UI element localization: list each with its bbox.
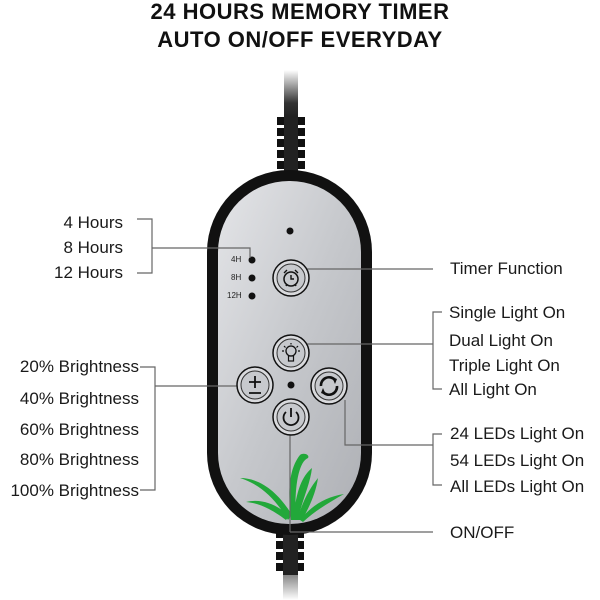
light-mode-single: Single Light On xyxy=(449,303,566,322)
timer-option-8h: 8 Hours xyxy=(63,238,123,257)
brightness-option-100: 100% Brightness xyxy=(10,481,139,500)
light-mode-triple: Triple Light On xyxy=(449,356,560,375)
cycle-button[interactable] xyxy=(310,367,348,405)
light-mode-dual: Dual Light On xyxy=(449,331,553,350)
led-mode-24: 24 LEDs Light On xyxy=(450,424,585,443)
leaf-decoration xyxy=(240,453,344,522)
indicator-4h: 4H xyxy=(231,255,242,264)
leader-lines xyxy=(137,218,442,533)
headline-line-2: AUTO ON/OFF EVERYDAY xyxy=(157,27,443,52)
on-off-label: ON/OFF xyxy=(450,523,515,542)
status-led xyxy=(286,227,294,235)
alarm-clock-icon xyxy=(272,259,310,297)
brightness-option-80: 80% Brightness xyxy=(19,450,139,469)
brightness-option-40: 40% Brightness xyxy=(19,389,139,408)
light-mode-button[interactable] xyxy=(272,334,310,372)
led-mode-all: All LEDs Light On xyxy=(450,477,585,496)
indicator-8h: 8H xyxy=(231,273,242,282)
indicator-12h: 12H xyxy=(227,291,242,300)
power-button[interactable] xyxy=(272,398,310,436)
light-bulb-icon xyxy=(272,334,310,372)
led-mode-54: 54 LEDs Light On xyxy=(450,451,585,470)
light-mode-all: All Light On xyxy=(449,380,537,399)
timer-function-label: Timer Function xyxy=(450,259,563,278)
headline-line-1: 24 HOURS MEMORY TIMER xyxy=(150,0,450,24)
brightness-button[interactable] xyxy=(236,366,274,404)
timer-button[interactable] xyxy=(272,259,310,297)
plus-minus-icon xyxy=(236,366,274,404)
cycle-arrows-icon xyxy=(310,367,348,405)
timer-option-12h: 12 Hours xyxy=(54,263,123,282)
top-cable xyxy=(277,70,305,177)
power-icon xyxy=(272,398,310,436)
brightness-option-20: 20% Brightness xyxy=(19,357,139,376)
brightness-option-60: 60% Brightness xyxy=(19,420,139,439)
timer-option-4h: 4 Hours xyxy=(63,213,123,232)
